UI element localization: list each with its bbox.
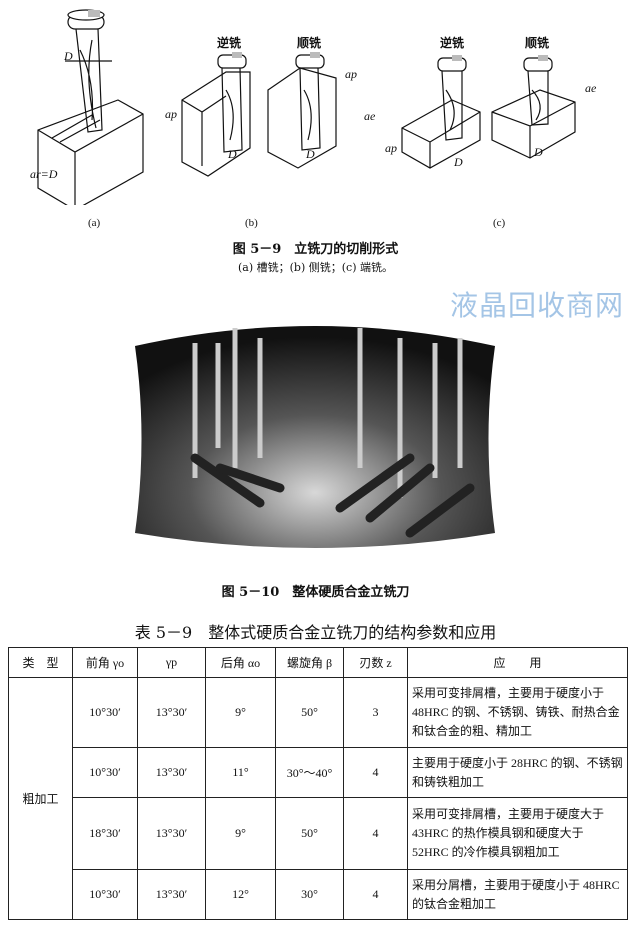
- label-ae-b: ae: [364, 109, 376, 123]
- label-down-milling-b: 顺铣: [297, 36, 322, 50]
- cell-application: 采用可变排屑槽，主要用于硬度大于 43HRC 的热作模具钢和硬度大于 52HRC…: [407, 797, 628, 870]
- cell-application: 采用可变排屑槽，主要用于硬度小于 48HRC 的钢、不锈钢、铸铁、耐热合金和钛合…: [407, 677, 628, 748]
- header-flutes: 刃数 z: [343, 647, 408, 678]
- sublabel-c: (c): [493, 217, 506, 229]
- cell: 13°30′: [137, 797, 206, 870]
- table-row: 18°30′ 13°30′ 9° 50° 4 采用可变排屑槽，主要用于硬度大于 …: [9, 797, 628, 870]
- cell-application: 采用分屑槽，主要用于硬度小于 48HRC 的钛合金粗加工: [407, 869, 628, 920]
- end-milling-drawing: [401, 55, 576, 169]
- cell: 10°30′: [72, 747, 138, 798]
- cell: 12°: [205, 869, 276, 920]
- cell: 4: [343, 869, 408, 920]
- header-type: 类 型: [8, 647, 73, 678]
- label-D-c2: D: [533, 145, 543, 159]
- cell: 30°: [275, 869, 344, 920]
- label-D-b2: D: [305, 147, 315, 161]
- cell: 9°: [205, 797, 276, 870]
- cell: 3: [343, 677, 408, 748]
- label-ap-b: ap: [165, 107, 177, 121]
- slot-milling-drawing: [37, 9, 144, 205]
- table-title: 表 5－9 整体式硬质合金立铣刀的结构参数和应用: [134, 623, 497, 642]
- header-rake-angle: 前角 γo: [72, 647, 138, 678]
- cell: 4: [343, 747, 408, 798]
- label-up-milling-c: 逆铣: [440, 36, 465, 50]
- side-milling-drawing: [181, 52, 337, 177]
- cell: 4: [343, 797, 408, 870]
- cell: 11°: [205, 747, 276, 798]
- label-ae-eq-D: ar=D: [30, 167, 58, 181]
- label-ap-b2: ap: [345, 67, 357, 81]
- header-application: 应 用: [407, 647, 628, 678]
- table-row: 粗加工 10°30′ 13°30′ 9° 50° 3 采用可变排屑槽，主要用于硬…: [8, 677, 628, 920]
- figure-5-9-caption: 图 5－9 立铣刀的切削形式: [232, 242, 399, 257]
- watermark: 液晶回收商网: [450, 289, 625, 322]
- cell: 13°30′: [137, 747, 206, 798]
- cell-application: 主要用于硬度小于 28HRC 的钢、不锈钢和铸铁粗加工: [407, 747, 628, 798]
- label-ae-c: ae: [585, 81, 597, 95]
- sublabel-b: (b): [245, 217, 258, 229]
- figure-5-9-subcaption: (a) 槽铣；(b) 侧铣；(c) 端铣。: [238, 261, 393, 274]
- figure-5-10-photo: [135, 326, 495, 548]
- cell: 13°30′: [137, 677, 206, 748]
- header-gamma-p: γp: [137, 647, 206, 678]
- label-D-a: D: [63, 49, 73, 63]
- cell: 50°: [275, 797, 344, 870]
- table-header-row: 类 型 前角 γo γp 后角 αo 螺旋角 β 刃数 z 应 用: [8, 647, 628, 678]
- cell: 30°～40°: [275, 747, 344, 798]
- figure-5-9-drawings: D ar=D D D ap ap ae D D ap ae: [30, 9, 597, 205]
- group-rough-machining: 粗加工: [8, 677, 73, 920]
- cell: 10°30′: [72, 677, 138, 748]
- label-down-milling-c: 顺铣: [525, 36, 550, 50]
- cell: 9°: [205, 677, 276, 748]
- cell: 13°30′: [137, 869, 206, 920]
- parameters-table: 类 型 前角 γo γp 后角 αo 螺旋角 β 刃数 z 应 用 粗加工 10…: [8, 647, 628, 920]
- label-up-milling-b: 逆铣: [217, 36, 242, 50]
- label-ap-c: ap: [385, 141, 397, 155]
- table-row: 10°30′ 13°30′ 12° 30° 4 采用分屑槽，主要用于硬度小于 4…: [9, 869, 628, 920]
- header-helix-angle: 螺旋角 β: [275, 647, 344, 678]
- cell: 18°30′: [72, 797, 138, 870]
- table-row: 10°30′ 13°30′ 11° 30°～40° 4 主要用于硬度小于 28H…: [9, 747, 628, 798]
- figure-5-10-caption: 图 5－10 整体硬质合金立铣刀: [221, 585, 410, 600]
- cell: 50°: [275, 677, 344, 748]
- label-D-b: D: [227, 147, 237, 161]
- cell: 10°30′: [72, 869, 138, 920]
- header-clearance-angle: 后角 αo: [205, 647, 276, 678]
- sublabel-a: (a): [88, 217, 101, 229]
- label-D-c: D: [453, 155, 463, 169]
